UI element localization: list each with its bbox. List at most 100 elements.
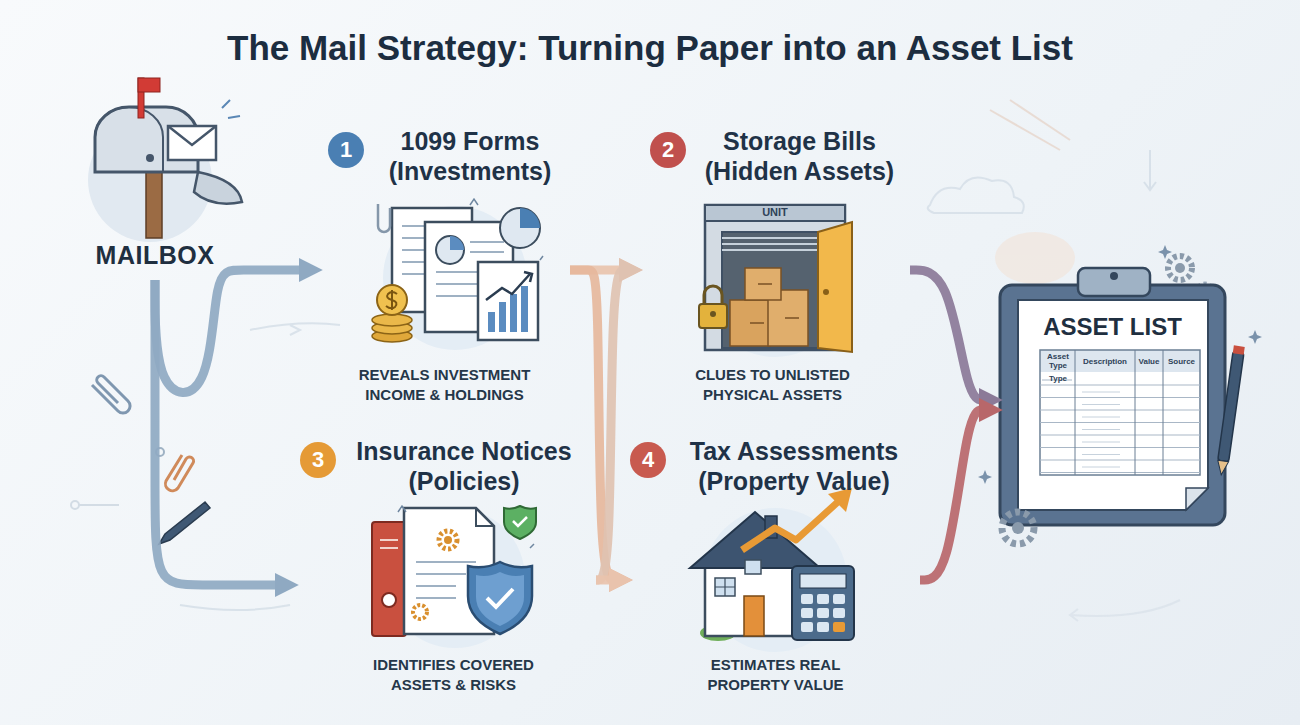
flow-arrow (920, 410, 986, 580)
mailbox-icon (88, 78, 242, 242)
clipboard-icon-part (1168, 256, 1192, 280)
clipboard-icon-part (1040, 380, 1200, 473)
insurance-policy-icon-part (372, 522, 406, 636)
storage-unit-icon-part (705, 205, 845, 221)
step-caption: IDENTIFIES COVERED ASSETS & RISKS (346, 655, 561, 695)
property-tax-icon-part-part (817, 594, 829, 604)
pen-icon-part (159, 502, 210, 544)
table-header-cell: Description (1076, 357, 1134, 366)
asset-list-clipboard: ASSET LIST (1000, 285, 1225, 525)
flow-arrow (596, 270, 626, 580)
insurance-policy-icon (372, 506, 536, 648)
sparkle-part (1248, 330, 1262, 344)
property-tax-icon-part-part (801, 622, 813, 632)
table-header-cell: Value (1135, 357, 1163, 366)
storage-unit-icon (699, 205, 852, 357)
clipboard-icon-part (1000, 285, 1225, 525)
investment-documents-icon-part (488, 312, 495, 332)
step-heading: Insurance Notices (Policies) (338, 436, 590, 496)
storage-unit-icon-part (722, 238, 818, 250)
clipboard-icon-part (1040, 350, 1200, 372)
property-tax-icon-part (715, 578, 735, 596)
clipboard-icon-part-part (1082, 467, 1120, 468)
property-tax-icon-part (801, 594, 845, 632)
callout-number: 3 (300, 442, 336, 478)
mailbox-icon-part (194, 172, 242, 204)
step-card: 4Tax Assessments (Property Value)ESTIMAT… (630, 430, 920, 710)
clipboard-icon (1000, 256, 1245, 544)
step-caption: ESTIMATES REAL PROPERTY VALUE (668, 655, 883, 695)
clipboard-icon-part-part (1082, 404, 1120, 405)
clipboard-icon-part-part (1218, 351, 1244, 461)
property-tax-icon-part-part (833, 622, 845, 632)
decoration-part (79, 504, 119, 506)
property-tax-icon-part-part (817, 608, 829, 618)
step-card: 3Insurance Notices (Policies) IDENTIFIES … (296, 430, 596, 710)
investment-documents-icon-part (378, 204, 390, 232)
investment-documents-icon-part (377, 285, 407, 315)
property-tax-icon (690, 488, 854, 652)
insurance-policy-icon-part (380, 540, 398, 548)
decoration-part (928, 177, 1024, 213)
clipboard-icon-part (1012, 522, 1024, 534)
insurance-policy-icon-part (476, 572, 524, 626)
property-tax-icon-part-part (801, 594, 813, 604)
clipboard-icon-part-part (1040, 472, 1200, 473)
clipboard-icon-part-part (1082, 442, 1120, 443)
storage-unit-icon-part (710, 311, 716, 317)
insurance-policy-icon-part (439, 531, 457, 549)
clipboard-icon-part-part (1216, 460, 1229, 475)
unit-sign: UNIT (752, 206, 798, 219)
clipboard-icon-part-part (1082, 429, 1120, 430)
clipboard-icon-part-part (1082, 454, 1120, 455)
storage-unit-icon-part (818, 222, 852, 352)
investment-documents-icon-part (470, 199, 543, 260)
table-header-cell: Asset Type (1041, 352, 1075, 370)
clipboard-icon-part-part (1082, 417, 1120, 418)
table-header-cell: Source (1163, 357, 1200, 366)
mailbox-icon-part (146, 154, 154, 162)
insurance-policy-icon-part (513, 517, 527, 526)
storage-unit-icon-part (722, 232, 818, 348)
insurance-policy-icon-part (444, 536, 452, 544)
property-tax-icon-part-part (801, 608, 813, 618)
paper-clip-part (92, 376, 130, 413)
investment-documents-icon-part (386, 290, 397, 310)
clipboard-icon-part (1040, 350, 1200, 475)
property-tax-icon-part (792, 566, 854, 640)
mailbox-icon-part (222, 100, 240, 118)
callout-number: 4 (630, 442, 666, 478)
decoration-part (180, 605, 290, 610)
clipboard-icon-part-part (1040, 460, 1200, 461)
clipboard-icon-part (1110, 272, 1118, 280)
flow-arrow (155, 280, 282, 585)
insurance-policy-icon-part (468, 562, 532, 634)
decoration-part (290, 325, 300, 335)
step-card: 2Storage Bills (Hidden Assets)CLUES TO U… (640, 120, 910, 420)
investment-documents-icon-part (500, 208, 540, 248)
mailbox-icon-part (95, 107, 163, 172)
clipboard-icon-part (1186, 488, 1208, 510)
step-caption: CLUES TO UNLISTED PHYSICAL ASSETS (665, 365, 880, 405)
storage-unit-icon-part (750, 284, 799, 323)
clipboard-icon-part-part (1040, 397, 1200, 398)
sparkle-part (978, 470, 992, 484)
investment-documents-icon-part (478, 262, 538, 340)
decoration-part (1144, 150, 1156, 190)
callout-number: 1 (328, 132, 364, 168)
step-caption: REVEALS INVESTMENT INCOME & HOLDINGS (337, 365, 552, 405)
clipboard-icon-part (1075, 350, 1163, 475)
step-card: 11099 Forms (Investments)REVEALS INVESTM… (320, 120, 570, 420)
property-tax-icon-part-part (817, 622, 829, 632)
investment-documents-icon (372, 199, 543, 350)
investment-documents-icon-part (436, 236, 464, 264)
clipboard-icon-part (1002, 512, 1034, 544)
insurance-policy-icon-part (504, 506, 536, 539)
step-heading: Storage Bills (Hidden Assets) (692, 126, 907, 186)
decoration-part (990, 110, 1060, 150)
mailbox-icon-part (168, 126, 216, 160)
property-tax-icon-part (742, 500, 840, 550)
decoration-part (1010, 100, 1070, 140)
investment-documents-icon-part (499, 302, 506, 332)
insurance-policy-icon-part (487, 589, 513, 607)
